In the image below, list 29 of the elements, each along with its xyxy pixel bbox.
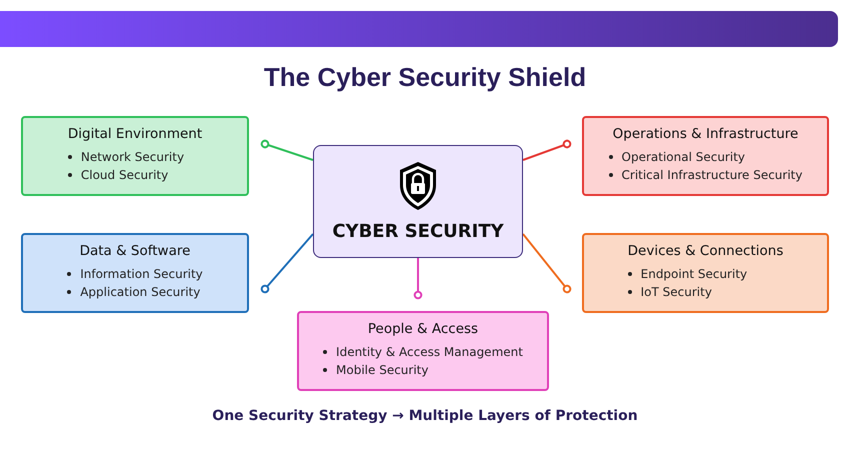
connector-line xyxy=(414,258,422,300)
connector-line xyxy=(522,140,572,161)
center-box xyxy=(313,145,523,258)
list-item: Critical Infrastructure Security xyxy=(608,166,802,184)
box-heading: People & Access xyxy=(366,321,480,337)
center-label: CYBER SECURITY xyxy=(332,221,504,242)
category-box xyxy=(582,116,829,196)
list-item: Operational Security xyxy=(608,148,802,166)
connector-line xyxy=(260,140,314,161)
category-box xyxy=(21,233,249,313)
list-item: Endpoint Security xyxy=(628,265,784,283)
list-item: Identity & Access Management xyxy=(323,343,523,361)
list-item: Network Security xyxy=(68,148,202,166)
caption: One Security Strategy → Multiple Layers of Protection xyxy=(212,408,638,424)
box-heading: Devices & Connections xyxy=(628,243,784,259)
connector-line xyxy=(260,233,314,294)
box-heading: Data & Software xyxy=(78,243,192,259)
list-item: Information Security xyxy=(67,265,203,283)
category-box xyxy=(297,311,549,391)
list-item: Mobile Security xyxy=(323,361,523,379)
list-item: Application Security xyxy=(67,283,203,301)
category-box xyxy=(21,116,249,196)
box-heading: Digital Environment xyxy=(68,126,202,142)
diagram-title: The Cyber Security Shield xyxy=(264,62,586,93)
category-box xyxy=(582,233,829,313)
box-heading: Operations & Infrastructure xyxy=(612,126,800,142)
list-item: IoT Security xyxy=(628,283,784,301)
list-item: Cloud Security xyxy=(68,166,202,184)
connector-line xyxy=(522,233,572,294)
